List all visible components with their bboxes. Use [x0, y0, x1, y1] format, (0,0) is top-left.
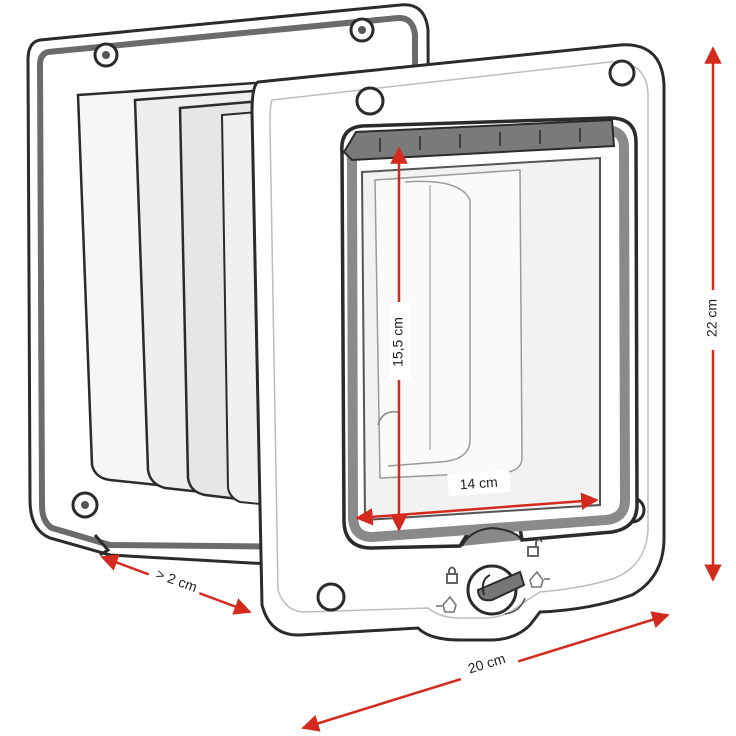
flap-hinge-bar [342, 118, 616, 162]
label-height-total: 22 cm [704, 299, 720, 337]
screw-hole-back-bottom-left [71, 491, 99, 519]
flap-opening [340, 116, 639, 550]
rotary-lock-knob [466, 564, 526, 616]
cat-in-icon [529, 570, 550, 588]
label-opening-width: 14 cm [459, 474, 498, 493]
label-opening-height: 15,5 cm [390, 317, 406, 367]
flap-grip [461, 526, 523, 547]
back-frame-gasket [36, 14, 420, 552]
dimension-line-opening-width [355, 492, 599, 526]
lock-controls [436, 538, 550, 616]
lock-open-icon [527, 538, 543, 557]
screw-hole-front-top-left [355, 86, 385, 116]
cat-out-icon [436, 595, 457, 613]
screw-hole-back-top-left [93, 42, 119, 68]
lock-closed-icon [446, 566, 458, 584]
screw-hole-front-bottom-left [316, 582, 346, 612]
screw-hole-front-top-right [608, 59, 636, 87]
dimension-labels: 22 cm 20 cm > 2 cm 15,5 cm 14 cm [145, 290, 725, 685]
screw-hole-back-top-right [349, 17, 375, 43]
